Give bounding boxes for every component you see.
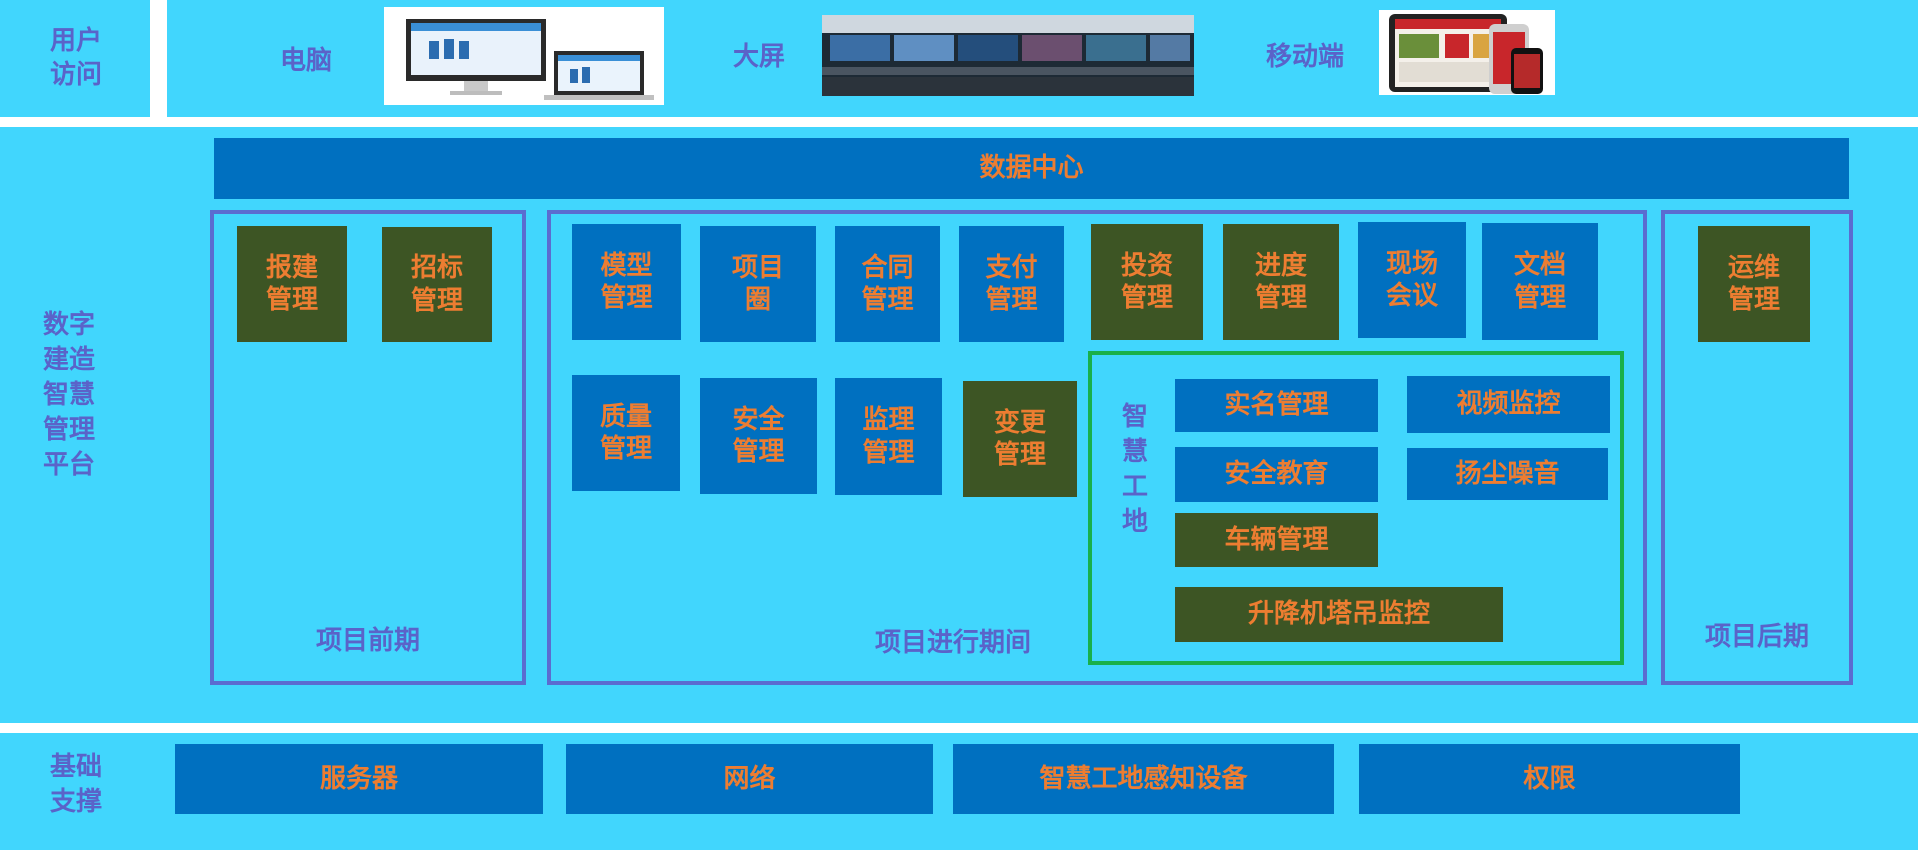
smart-item-video[interactable]: 视频监控 (1407, 376, 1610, 433)
smart-site-title: 智 慧 工 地 (1121, 402, 1148, 537)
foundation-network[interactable]: 网络 (566, 744, 933, 814)
mobile-thumbnail (1379, 10, 1555, 95)
access-title: 用户 访问 (49, 26, 102, 90)
module-project-circle[interactable]: 项目 圈 (700, 226, 816, 342)
module-change[interactable]: 变更 管理 (963, 381, 1077, 497)
platform-title: 数字 建造 智慧 管理 平台 (42, 310, 95, 480)
device-label-bigscreen: 大屏 (733, 42, 786, 72)
post-phase-label: 项目后期 (1704, 622, 1809, 652)
module-quality[interactable]: 质量 管理 (572, 375, 680, 491)
module-model[interactable]: 模型 管理 (572, 224, 681, 340)
smart-item-vehicle[interactable]: 车辆管理 (1175, 513, 1378, 567)
module-report-construction[interactable]: 报建 管理 (237, 226, 347, 342)
module-payment[interactable]: 支付 管理 (959, 226, 1064, 342)
smart-item-crane[interactable]: 升降机塔吊监控 (1175, 587, 1503, 642)
module-supervision[interactable]: 监理 管理 (835, 378, 942, 495)
smart-site-frame (1088, 351, 1624, 665)
module-investment[interactable]: 投资 管理 (1091, 224, 1203, 340)
foundation-server[interactable]: 服务器 (175, 744, 543, 814)
module-site-meeting[interactable]: 现场 会议 (1358, 222, 1466, 338)
post-phase-frame (1661, 210, 1853, 685)
data-center-bar: 数据中心 (214, 138, 1849, 199)
device-label-pc: 电脑 (280, 46, 333, 76)
during-phase-label: 项目进行期间 (874, 628, 1031, 658)
module-contract[interactable]: 合同 管理 (835, 226, 940, 342)
smart-item-realname[interactable]: 实名管理 (1175, 379, 1378, 432)
during-phase-frame (547, 210, 1647, 685)
smart-item-safety-edu[interactable]: 安全教育 (1175, 447, 1378, 502)
access-title-band (0, 0, 150, 117)
pre-phase-frame (210, 210, 526, 685)
module-safety[interactable]: 安全 管理 (700, 378, 817, 494)
pc-thumbnail (384, 7, 664, 105)
smart-item-dust-noise[interactable]: 扬尘噪音 (1407, 448, 1608, 500)
module-document[interactable]: 文档 管理 (1482, 223, 1598, 340)
module-schedule[interactable]: 进度 管理 (1223, 224, 1339, 340)
foundation-sensing-devices[interactable]: 智慧工地感知设备 (953, 744, 1334, 814)
pre-phase-label: 项目前期 (315, 626, 420, 656)
foundation-permissions[interactable]: 权限 (1359, 744, 1740, 814)
bigscreen-thumbnail (822, 15, 1194, 96)
module-operation[interactable]: 运维 管理 (1698, 226, 1810, 342)
device-label-mobile: 移动端 (1266, 42, 1345, 72)
foundation-title: 基础 支撑 (49, 752, 102, 817)
module-tender[interactable]: 招标 管理 (382, 227, 492, 342)
